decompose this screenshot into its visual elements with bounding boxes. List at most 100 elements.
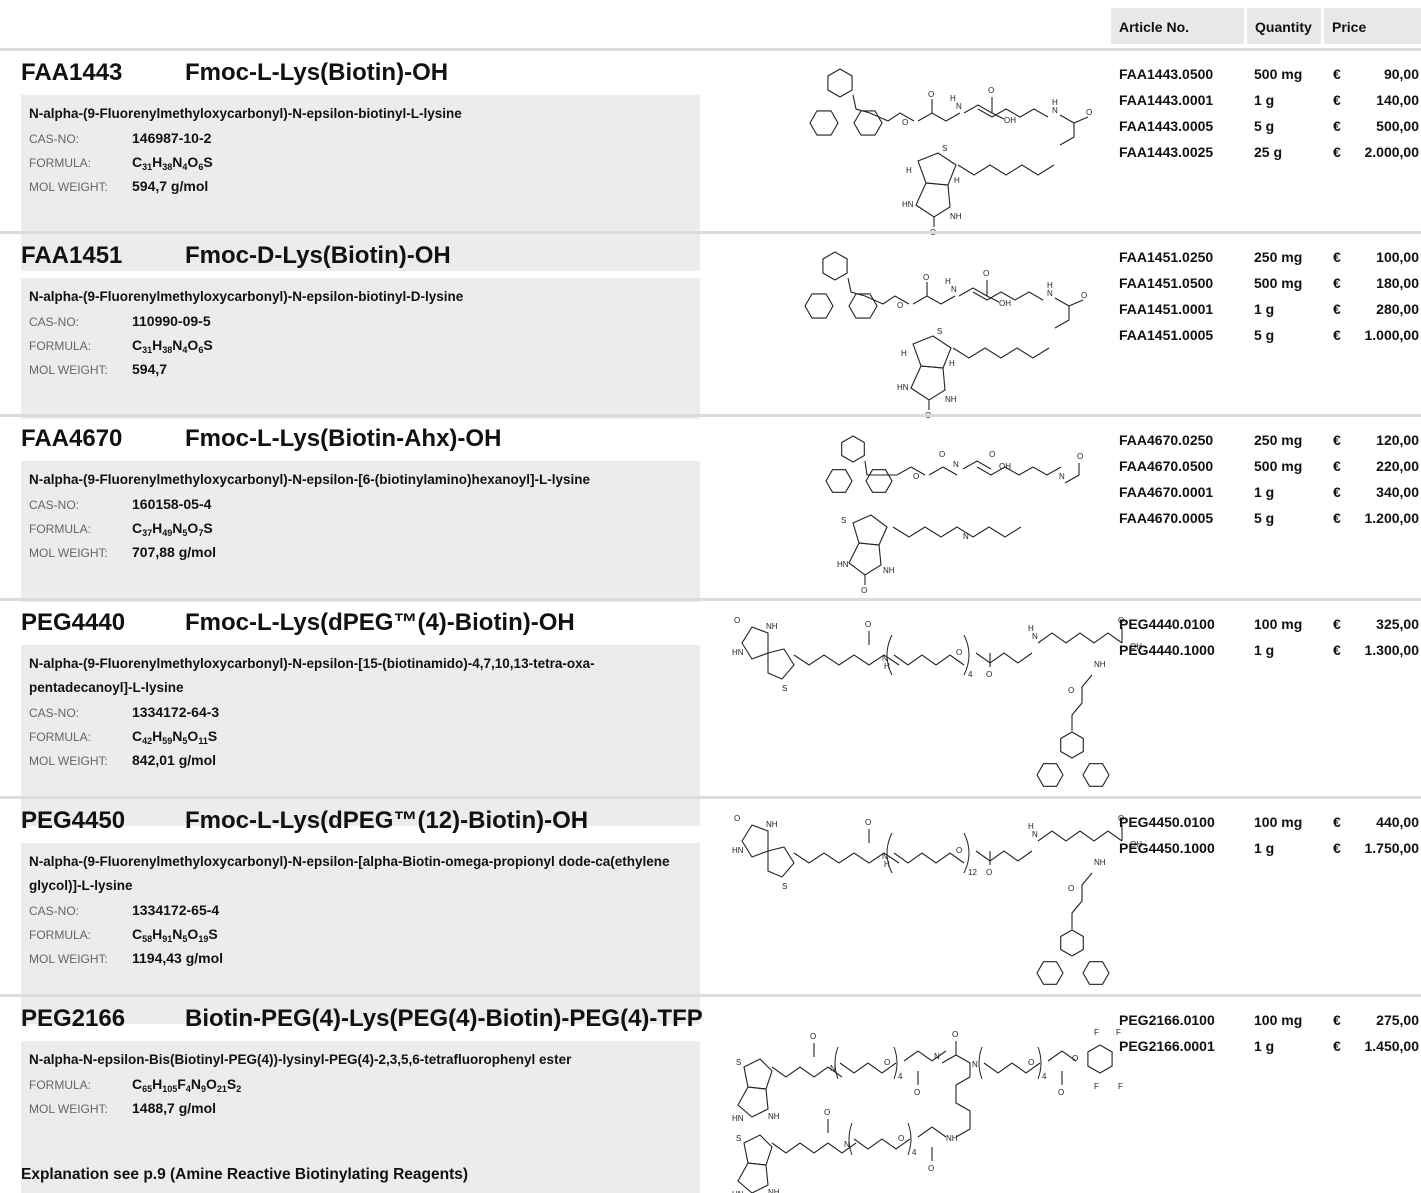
- formula-row: FORMULA:C58H91N5O19S: [29, 922, 218, 946]
- svg-text:H: H: [1028, 624, 1034, 633]
- currency-symbol: €: [1333, 1038, 1341, 1054]
- svg-text:O: O: [1118, 616, 1124, 625]
- cas-label: CAS-NO:: [29, 498, 80, 512]
- mol-weight-label: MOL WEIGHT:: [29, 754, 108, 768]
- formula-count: 91: [162, 934, 173, 944]
- svg-text:N: N: [972, 1060, 978, 1069]
- product-info-box: N-alpha-(9-Fluorenylmethyloxycarbonyl)-N…: [21, 95, 700, 271]
- currency-symbol: €: [1333, 458, 1341, 474]
- svg-text:O: O: [861, 586, 867, 595]
- quantity: 1 g: [1254, 642, 1275, 658]
- svg-text:O: O: [1068, 884, 1074, 893]
- currency-symbol: €: [1333, 432, 1341, 448]
- product-code: PEG4440: [21, 609, 126, 636]
- svg-text:O: O: [983, 269, 989, 278]
- product-info-box: N-alpha-(9-Fluorenylmethyloxycarbonyl)-N…: [21, 278, 700, 419]
- article-number: PEG2166.0001: [1119, 1038, 1215, 1054]
- svg-text:OH: OH: [999, 299, 1011, 308]
- svg-text:NH: NH: [766, 622, 778, 631]
- currency-symbol: €: [1333, 616, 1341, 632]
- svg-text:4: 4: [968, 670, 973, 679]
- svg-text:NH: NH: [768, 1112, 780, 1121]
- quantity: 500 mg: [1254, 275, 1303, 291]
- formula-element: N: [190, 1076, 201, 1092]
- article-number: FAA1443.0001: [1119, 92, 1214, 108]
- cas-row: CAS-NO:1334172-65-4: [29, 898, 219, 922]
- price: 500,00: [1376, 118, 1419, 134]
- product-code: PEG4450: [21, 807, 126, 834]
- price: 120,00: [1376, 432, 1419, 448]
- svg-text:O: O: [914, 1088, 920, 1097]
- formula-element: C: [132, 926, 143, 942]
- svg-text:N: N: [1032, 830, 1038, 839]
- article-number: FAA1451.0005: [1119, 327, 1214, 343]
- formula-count: 4: [182, 162, 188, 172]
- cas-number: 160158-05-4: [132, 496, 212, 512]
- cas-row: CAS-NO:1334172-64-3: [29, 700, 219, 724]
- formula-element: H: [152, 1076, 163, 1092]
- formula-element: C: [132, 1076, 143, 1092]
- formula-element: H: [152, 728, 163, 744]
- chemical-name: N-alpha-(9-Fluorenylmethyloxycarbonyl)-N…: [29, 656, 595, 695]
- svg-text:O: O: [956, 648, 962, 657]
- price: 280,00: [1376, 301, 1419, 317]
- formula-count: 6: [198, 162, 204, 172]
- svg-text:O: O: [986, 868, 992, 877]
- formula-count: 2: [236, 1084, 242, 1094]
- cas-number: 110990-09-5: [132, 313, 211, 329]
- product-name: Fmoc-D-Lys(Biotin)-OH: [185, 242, 451, 269]
- price: 220,00: [1376, 458, 1419, 474]
- formula-count: 11: [198, 736, 208, 746]
- svg-text:H: H: [1047, 281, 1053, 290]
- article-number: FAA1443.0500: [1119, 66, 1214, 82]
- formula-value: C65H105F4N9O21S2: [132, 1076, 242, 1094]
- quantity: 500 mg: [1254, 458, 1303, 474]
- formula-count: 9: [201, 1084, 207, 1094]
- article-number: PEG4450.1000: [1119, 840, 1215, 856]
- cas-label: CAS-NO:: [29, 315, 80, 329]
- svg-text:O: O: [952, 1030, 958, 1039]
- svg-text:N: N: [963, 532, 969, 541]
- svg-text:4: 4: [1042, 1072, 1047, 1081]
- svg-text:F: F: [1118, 1082, 1123, 1091]
- svg-text:N: N: [1052, 106, 1058, 115]
- formula-label: FORMULA:: [29, 522, 92, 536]
- formula-element: N: [172, 728, 183, 744]
- mol-weight-row: MOL WEIGHT:594,7: [29, 357, 167, 381]
- cas-label: CAS-NO:: [29, 706, 80, 720]
- mol-weight-label: MOL WEIGHT:: [29, 180, 108, 194]
- cas-label: CAS-NO:: [29, 132, 80, 146]
- product-name: Fmoc-L-Lys(dPEG™(12)-Biotin)-OH: [185, 807, 589, 834]
- mol-weight-label: MOL WEIGHT:: [29, 1102, 108, 1116]
- price: 1.750,00: [1364, 840, 1420, 856]
- mol-weight-label: MOL WEIGHT:: [29, 546, 108, 560]
- quantity: 1 g: [1254, 484, 1275, 500]
- mol-weight-value: 594,7 g/mol: [132, 178, 209, 194]
- formula-label: FORMULA:: [29, 156, 92, 170]
- svg-text:O: O: [928, 1164, 934, 1173]
- svg-text:O: O: [988, 86, 994, 95]
- article-number: PEG2166.0100: [1119, 1012, 1215, 1028]
